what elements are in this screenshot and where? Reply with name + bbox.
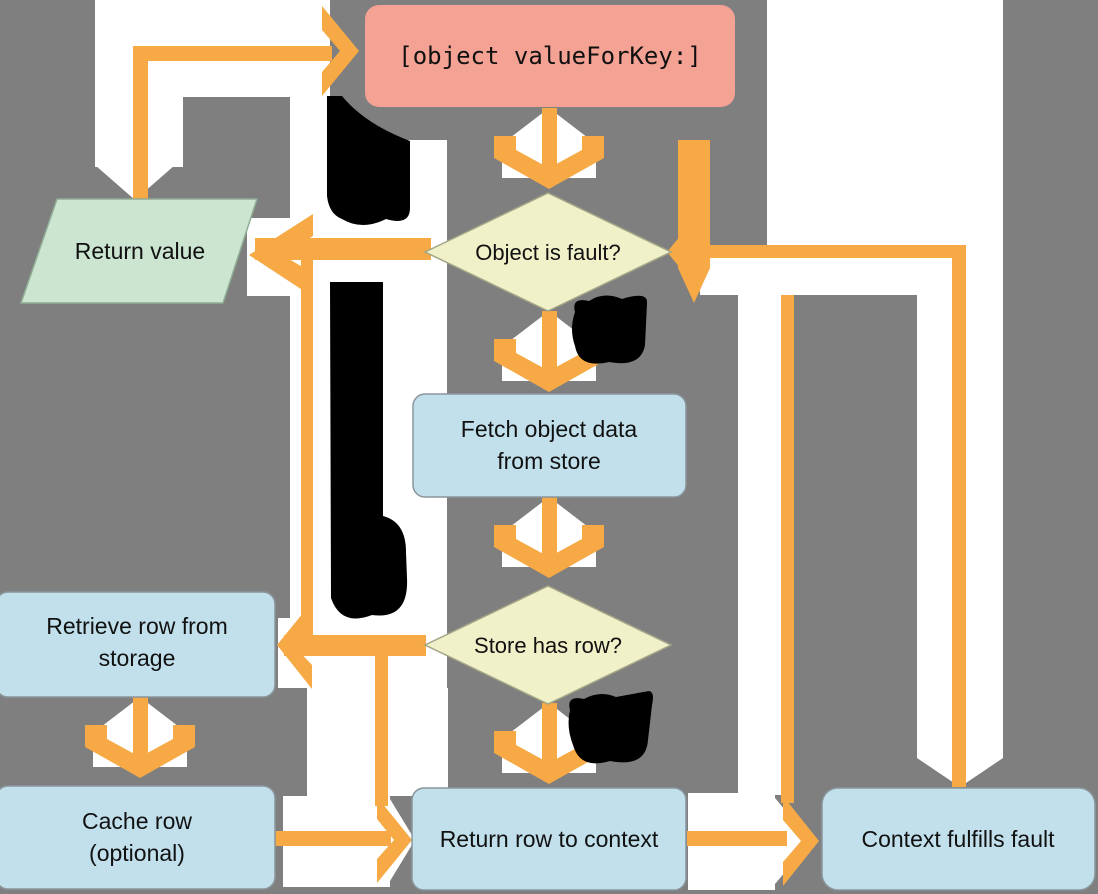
blob-row-no-label xyxy=(330,282,408,619)
return-row-shape xyxy=(411,787,687,891)
context-fulfills-label: Context fulfills fault xyxy=(861,826,1055,852)
node-layer: [object valueForKey:] Object is fault? R… xyxy=(0,5,1096,891)
arrow-outline-layer xyxy=(93,0,1003,890)
edge-cache-returnrow-chevron xyxy=(377,797,412,883)
edge-fetch-row-chevron xyxy=(494,525,604,578)
edge-entry-fault-chevron xyxy=(494,136,604,189)
edge-row-returnrow-bar xyxy=(542,703,557,767)
edge-middle-vertical-line xyxy=(375,656,388,806)
cache-row-shape xyxy=(0,785,276,890)
entry-shape xyxy=(365,5,735,107)
edge-row-retrieve-line xyxy=(284,635,426,656)
edge-rightloop-horizontal-line xyxy=(690,245,966,258)
blob-fault-no-label xyxy=(327,96,410,225)
edge-rightloop-inner-line xyxy=(781,295,794,803)
edge-rightloop-top-block xyxy=(767,0,1003,246)
edge-right-down-arrow xyxy=(678,140,710,303)
return-value-label: Return value xyxy=(75,238,205,264)
edge-loop-entry-line xyxy=(133,46,332,61)
edge-loop-returnvalue-line xyxy=(133,46,148,199)
edge-loop-entry-chevron xyxy=(322,6,359,96)
store-has-row-label: Store has row? xyxy=(474,633,622,658)
edge-retrieve-cache-chevron xyxy=(85,725,195,778)
return-value-shape xyxy=(19,198,259,304)
retrieve-row-shape xyxy=(0,591,276,698)
fetch-object-data-label-line1: Fetch object data xyxy=(461,416,638,442)
edge-entry-fault-bar xyxy=(542,108,557,172)
return-row-label: Return row to context xyxy=(440,826,659,852)
branch-blob-layer xyxy=(327,96,653,764)
store-has-row-shape xyxy=(423,585,673,705)
node-cache-row: Cache row (optional) xyxy=(0,785,276,890)
node-object-is-fault: Object is fault? xyxy=(423,192,673,312)
node-fetch-object-data: Fetch object data from store xyxy=(412,393,687,498)
edge-fault-returnvalue-chevron xyxy=(249,214,313,297)
edge-rightloop-outer-line xyxy=(952,245,966,787)
node-context-fulfills: Context fulfills fault xyxy=(821,787,1096,891)
node-return-value: Return value xyxy=(19,198,259,304)
cache-row-label-line2: (optional) xyxy=(89,840,185,866)
context-fulfills-shape xyxy=(821,787,1096,891)
node-return-row: Return row to context xyxy=(411,787,687,891)
edge-left-vertical-line xyxy=(301,247,313,637)
edge-fetch-row-bar xyxy=(542,497,557,561)
edge-rightloop-inner-channel xyxy=(738,295,783,795)
blob-fault-yes-label xyxy=(572,295,648,364)
edge-retrieve-cache-bar xyxy=(133,697,148,759)
retrieve-row-label-line1: Retrieve row from xyxy=(46,613,227,639)
edge-returnrow-context-line xyxy=(687,831,787,846)
edge-cache-returnrow-line xyxy=(275,831,391,846)
object-is-fault-shape xyxy=(423,192,673,312)
entry-label: [object valueForKey:] xyxy=(398,42,701,70)
object-is-fault-label: Object is fault? xyxy=(475,240,621,265)
cache-row-label-line1: Cache row xyxy=(82,808,192,834)
retrieve-row-label-line2: storage xyxy=(99,645,176,671)
node-store-has-row: Store has row? xyxy=(423,585,673,705)
fetch-object-data-label-line2: from store xyxy=(497,448,601,474)
edge-fault-fetch-bar xyxy=(542,311,557,375)
edge-returnrow-context-chevron xyxy=(783,796,819,886)
fetch-object-data-shape xyxy=(412,393,687,498)
blob-row-yes-label xyxy=(568,691,653,764)
node-entry: [object valueForKey:] xyxy=(365,5,735,107)
node-retrieve-row: Retrieve row from storage xyxy=(0,591,276,698)
edge-row-retrieve-chevron xyxy=(277,602,312,689)
